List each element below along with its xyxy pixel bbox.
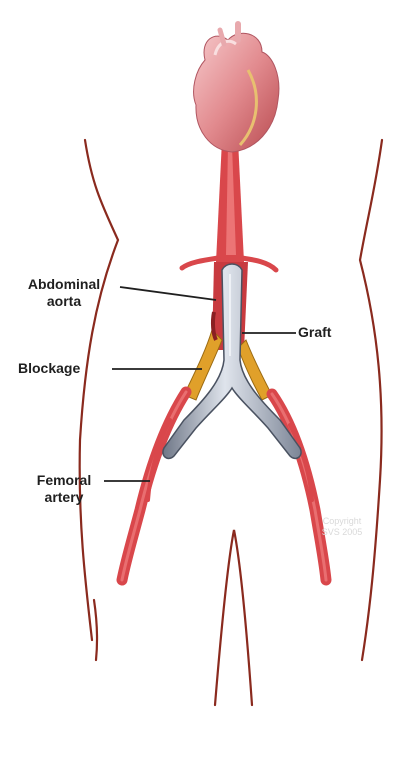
label-graft-text: Graft: [298, 324, 331, 340]
label-abdominal-aorta-line2: aorta: [8, 293, 120, 310]
label-graft: Graft: [298, 324, 358, 341]
label-blockage-text: Blockage: [18, 360, 80, 376]
label-abdominal-aorta-line1: Abdominal: [8, 276, 120, 293]
right-torso-outline: [360, 140, 382, 660]
label-femoral-artery-line2: artery: [22, 489, 106, 506]
watermark-line1: Copyright: [306, 516, 378, 527]
heart: [194, 24, 279, 152]
leg-arteries: [122, 392, 326, 580]
label-abdominal-aorta: Abdominal aorta: [8, 276, 120, 310]
copyright-watermark: Copyright SVS 2005: [306, 516, 378, 538]
crotch-outline: [215, 530, 252, 705]
label-blockage: Blockage: [18, 360, 114, 377]
graft: [163, 264, 301, 458]
label-femoral-artery-line1: Femoral: [22, 472, 106, 489]
left-thigh-outline: [94, 600, 97, 660]
leader-abdominal-aorta: [120, 287, 216, 300]
left-torso-outline: [80, 140, 118, 640]
watermark-line2: SVS 2005: [306, 527, 378, 538]
label-femoral-artery: Femoral artery: [22, 472, 106, 506]
